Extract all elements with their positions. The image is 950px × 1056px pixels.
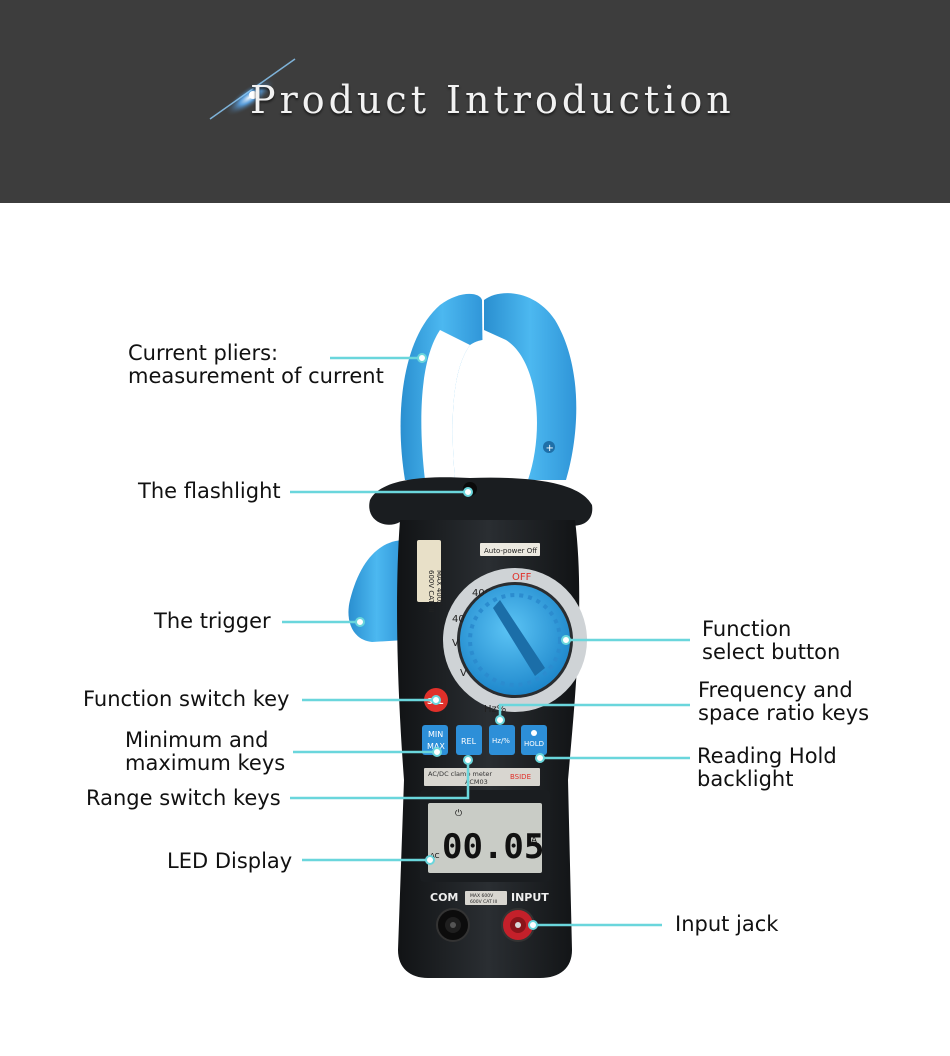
callout-current-pliers-line2: measurement of current — [128, 364, 384, 388]
header-banner: Product Introduction — [0, 0, 950, 203]
callout-function-select-line1: Function — [702, 617, 792, 641]
callout-function-switch-key: Function switch key — [83, 687, 290, 711]
callout-function-select-line2: select button — [702, 640, 841, 664]
callout-range-switch-keys: Range switch keys — [86, 786, 281, 810]
function-select-knob[interactable] — [460, 585, 570, 695]
com-jack[interactable] — [436, 908, 470, 942]
jack-rating: MAX 600V — [470, 893, 494, 899]
hz-key-label: Hz/% — [492, 737, 510, 745]
auto-power-label: Auto-power Off — [484, 547, 537, 555]
max-key-label: MAX — [427, 742, 445, 751]
brand-logo: BSIDE — [510, 773, 531, 781]
callout-input-jack: Input jack — [675, 912, 779, 936]
glint-icon — [209, 58, 296, 120]
lcd-mode: AC — [430, 852, 440, 860]
callout-freq-line1: Frequency and — [698, 678, 853, 702]
dial-400-label: 400 — [472, 588, 491, 599]
banner-title: Product Introduction — [250, 78, 735, 122]
rating-text: MAX 400A — [435, 570, 443, 606]
min-key-label: MIN — [428, 730, 443, 739]
callout-freq-keys: Frequency and space ratio keys — [698, 679, 869, 725]
callout-function-select: Function select button — [702, 618, 840, 664]
callout-current-pliers: Current pliers: measurement of current — [128, 342, 384, 388]
callout-reading-hold-line2: backlight — [697, 767, 794, 791]
dial-hz-label: Hz% — [484, 704, 506, 715]
min-max-key[interactable] — [422, 725, 448, 755]
callout-reading-hold: Reading Hold backlight — [697, 745, 837, 791]
callout-freq-line2: space ratio keys — [698, 701, 870, 725]
lcd-reading: 00.05 — [442, 827, 544, 867]
hz-key[interactable] — [489, 725, 515, 755]
model-text: AC/DC clamp meter — [428, 770, 492, 778]
callout-min-max-keys: Minimum and maximum keys — [125, 729, 285, 775]
callout-flashlight: The flashlight — [138, 479, 281, 503]
callout-dots — [355, 353, 571, 930]
input-label: INPUT — [511, 891, 549, 904]
lcd-unit: A — [531, 836, 538, 846]
rel-key-label: REL — [461, 737, 477, 746]
model-id-text: ACM03 — [465, 778, 488, 786]
callout-min-max-line2: maximum keys — [125, 751, 286, 775]
com-label: COM — [430, 891, 458, 904]
power-icon: ⏻ — [455, 808, 462, 819]
flashlight — [369, 477, 593, 526]
callout-min-max-line1: Minimum and — [125, 728, 269, 752]
callout-reading-hold-line1: Reading Hold — [697, 744, 837, 768]
dial-40-label: 40 — [452, 614, 465, 625]
dial-off-label: OFF — [512, 572, 532, 583]
rel-key[interactable] — [456, 725, 482, 755]
current-pliers[interactable]: + — [400, 293, 577, 480]
trigger[interactable] — [348, 540, 405, 642]
callout-trigger: The trigger — [154, 609, 271, 633]
svg-text:+: + — [546, 443, 554, 454]
rating-cat-text: 600V CAT III — [427, 570, 435, 612]
hold-key[interactable] — [521, 725, 547, 755]
jack-cat: 600V CAT III — [470, 899, 497, 905]
callout-led-display: LED Display — [167, 849, 293, 873]
hold-key-label: HOLD — [524, 740, 544, 748]
dial-v-label: V — [452, 638, 459, 649]
callout-current-pliers-line1: Current pliers: — [128, 341, 279, 365]
dial-vdc-label: V — [460, 668, 467, 679]
